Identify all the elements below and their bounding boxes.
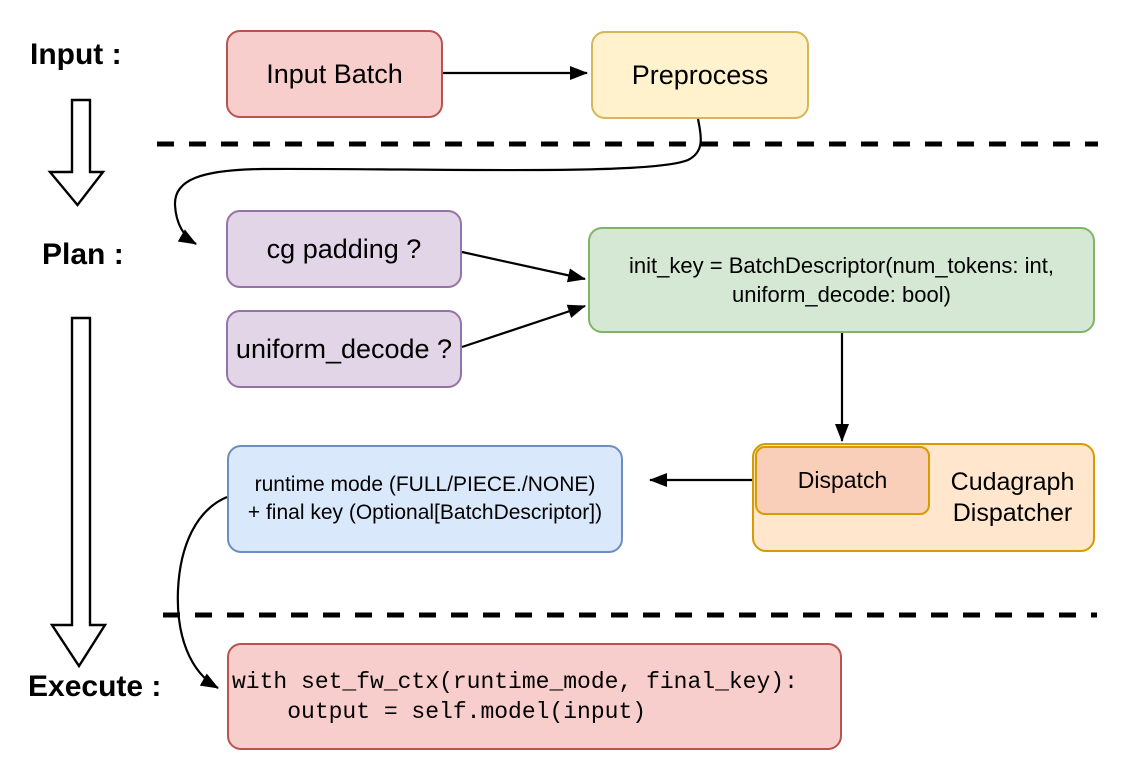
cudagraph-dispatcher-line1: Cudagraph xyxy=(950,467,1075,496)
uniform-decode-node: uniform_decode ? xyxy=(226,310,462,388)
input-batch-label: Input Batch xyxy=(266,58,403,89)
execute-code-line1: with set_fw_ctx(runtime_mode, final_key)… xyxy=(232,668,798,695)
init-key-line2: uniform_decode: bool) xyxy=(732,282,951,307)
plan-to-execute-hollow-arrow xyxy=(49,316,108,669)
cudagraph-dispatcher-line2: Dispatcher xyxy=(952,498,1073,527)
plan-section-label: Plan : xyxy=(42,238,124,271)
cudagraph-dispatcher-label: Cudagraph Dispatcher xyxy=(930,443,1095,552)
init-key-line1: init_key = BatchDescriptor(num_tokens: i… xyxy=(629,253,1054,278)
init-key-node: init_key = BatchDescriptor(num_tokens: i… xyxy=(588,227,1095,333)
runtime-mode-line1: runtime mode (FULL/PIECE./NONE) xyxy=(254,473,596,496)
execute-code-node: with set_fw_ctx(runtime_mode, final_key)… xyxy=(227,643,842,750)
arrow-cg-padding-to-init-key xyxy=(461,250,586,283)
execute-section-label: Execute : xyxy=(28,670,162,703)
uniform-decode-label: uniform_decode ? xyxy=(235,333,453,364)
input-batch-node: Input Batch xyxy=(226,30,443,118)
dispatch-node: Dispatch xyxy=(755,446,930,515)
preprocess-label: Preprocess xyxy=(631,59,769,90)
input-to-plan-hollow-arrow xyxy=(47,98,106,207)
preprocess-node: Preprocess xyxy=(591,31,809,119)
cg-padding-node: cg padding ? xyxy=(226,210,462,288)
input-section-label: Input : xyxy=(30,38,122,71)
arrow-runtime-mode-to-execute-code xyxy=(176,495,228,689)
arrow-uniform-decode-to-init-key xyxy=(461,304,586,349)
dispatch-label: Dispatch xyxy=(797,467,888,493)
runtime-mode-node: runtime mode (FULL/PIECE./NONE) + final … xyxy=(227,445,623,553)
cg-padding-label: cg padding ? xyxy=(266,233,422,264)
execute-code-line2: output = self.model(input) xyxy=(232,698,647,725)
runtime-mode-line2: + final key (Optional[BatchDescriptor]) xyxy=(247,501,603,524)
